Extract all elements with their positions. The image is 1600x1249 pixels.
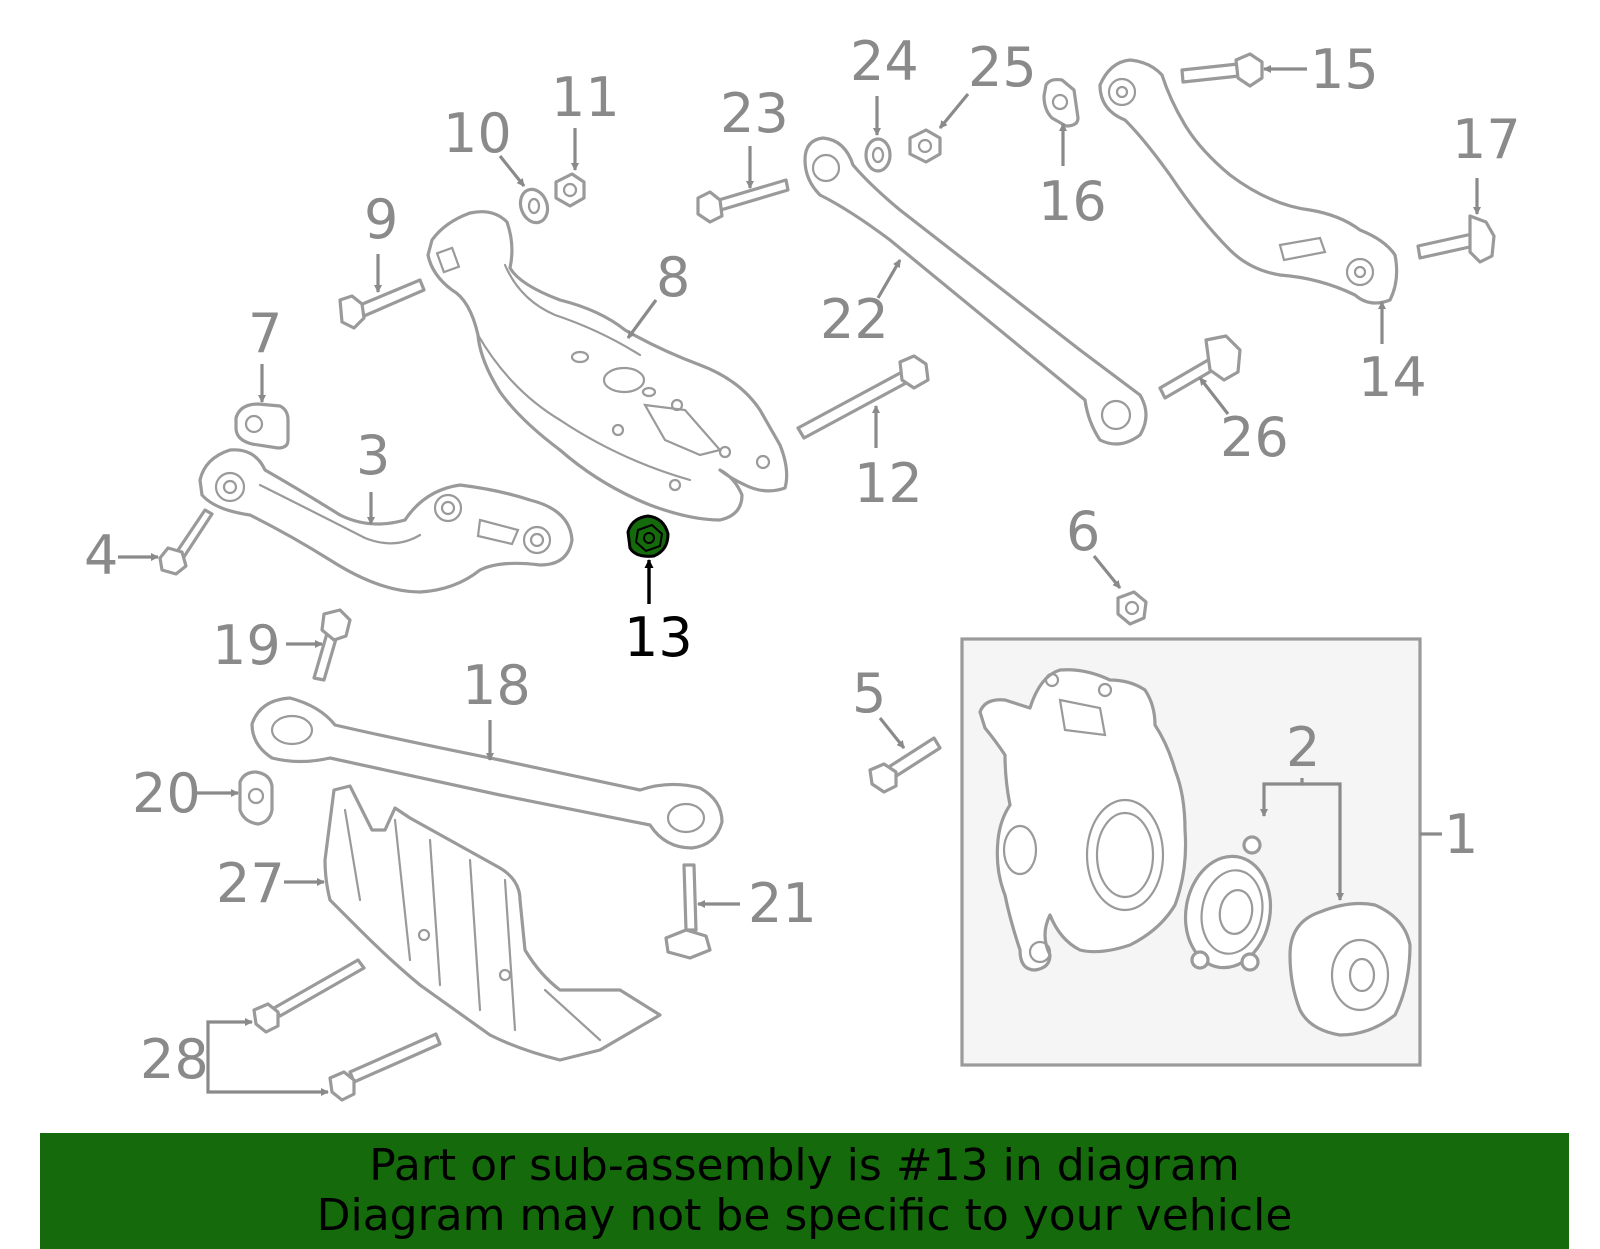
part-25-nut: [908, 128, 942, 164]
leader-lines: [118, 65, 1481, 1096]
callout-22: 22: [820, 288, 889, 351]
part-27-shield: [323, 784, 662, 1062]
callout-4: 4: [84, 524, 118, 587]
banner-line-2: Diagram may not be specific to your vehi…: [316, 1190, 1293, 1241]
callout-20: 20: [132, 762, 201, 825]
part-17-bolt: [1416, 214, 1496, 264]
callout-6: 6: [1066, 500, 1100, 563]
part-15-bolt: [1180, 52, 1264, 88]
callout-16: 16: [1038, 170, 1107, 233]
part-6-nut: [1116, 590, 1148, 626]
part-28-bolt-upper: [252, 958, 366, 1034]
callout-26: 26: [1220, 406, 1289, 469]
part-4-bolt: [158, 508, 214, 576]
callout-11: 11: [551, 66, 620, 129]
callout-8: 8: [656, 246, 690, 309]
part-24-washer: [864, 137, 892, 173]
info-banner: Part or sub-assembly is #13 in diagram D…: [40, 1133, 1569, 1249]
callout-15: 15: [1310, 38, 1379, 101]
part-9-bolt: [338, 278, 426, 330]
callout-12: 12: [854, 452, 923, 515]
part-28-bolt-lower: [328, 1032, 442, 1102]
callout-19: 19: [212, 614, 281, 677]
part-12-long-bolt: [796, 354, 930, 440]
part-26-bolt: [1158, 334, 1242, 400]
part-18-link: [250, 696, 724, 850]
callout-13-highlighted: 13: [624, 606, 693, 669]
part-10-washer: [518, 187, 550, 225]
callout-27: 27: [216, 852, 285, 915]
callout-5: 5: [852, 662, 886, 725]
callout-3: 3: [356, 424, 390, 487]
callout-23: 23: [720, 82, 789, 145]
callout-1: 1: [1444, 803, 1478, 866]
part-5-bolt: [868, 736, 942, 794]
part-2-hub-bearing: [1183, 835, 1273, 972]
part-22-link: [803, 136, 1148, 446]
callout-10: 10: [443, 102, 512, 165]
part-19-bolt: [312, 608, 352, 682]
callout-14: 14: [1358, 346, 1427, 409]
part-16-bracket: [1042, 77, 1080, 128]
callout-7: 7: [248, 302, 282, 365]
callout-25: 25: [968, 36, 1037, 99]
part-13-nut-highlighted: [626, 514, 670, 558]
part-23-bolt: [696, 178, 790, 224]
callout-labels: 1 2 3 4 5 6 7 8 9 10 11 12 13 14 15 16 1…: [84, 30, 1521, 1091]
callout-24: 24: [850, 30, 919, 93]
part-14-upper-arm: [1098, 58, 1399, 305]
callout-9: 9: [364, 188, 398, 251]
part-7-bushing: [234, 402, 290, 450]
part-21-stud: [664, 863, 712, 960]
part-8-lower-control-arm: [426, 210, 789, 522]
callout-17: 17: [1452, 108, 1521, 171]
part-1-knuckle: [978, 668, 1188, 972]
callout-2: 2: [1286, 716, 1320, 779]
banner-line-1: Part or sub-assembly is #13 in diagram: [369, 1140, 1240, 1191]
callout-18: 18: [462, 654, 531, 717]
part-2-hub-flange: [1288, 901, 1412, 1037]
part-3-upper-arm: [198, 448, 574, 594]
part-11-nut: [554, 172, 586, 208]
part-20-bushing: [238, 770, 274, 826]
callout-21: 21: [748, 872, 817, 935]
callout-28: 28: [140, 1028, 209, 1091]
